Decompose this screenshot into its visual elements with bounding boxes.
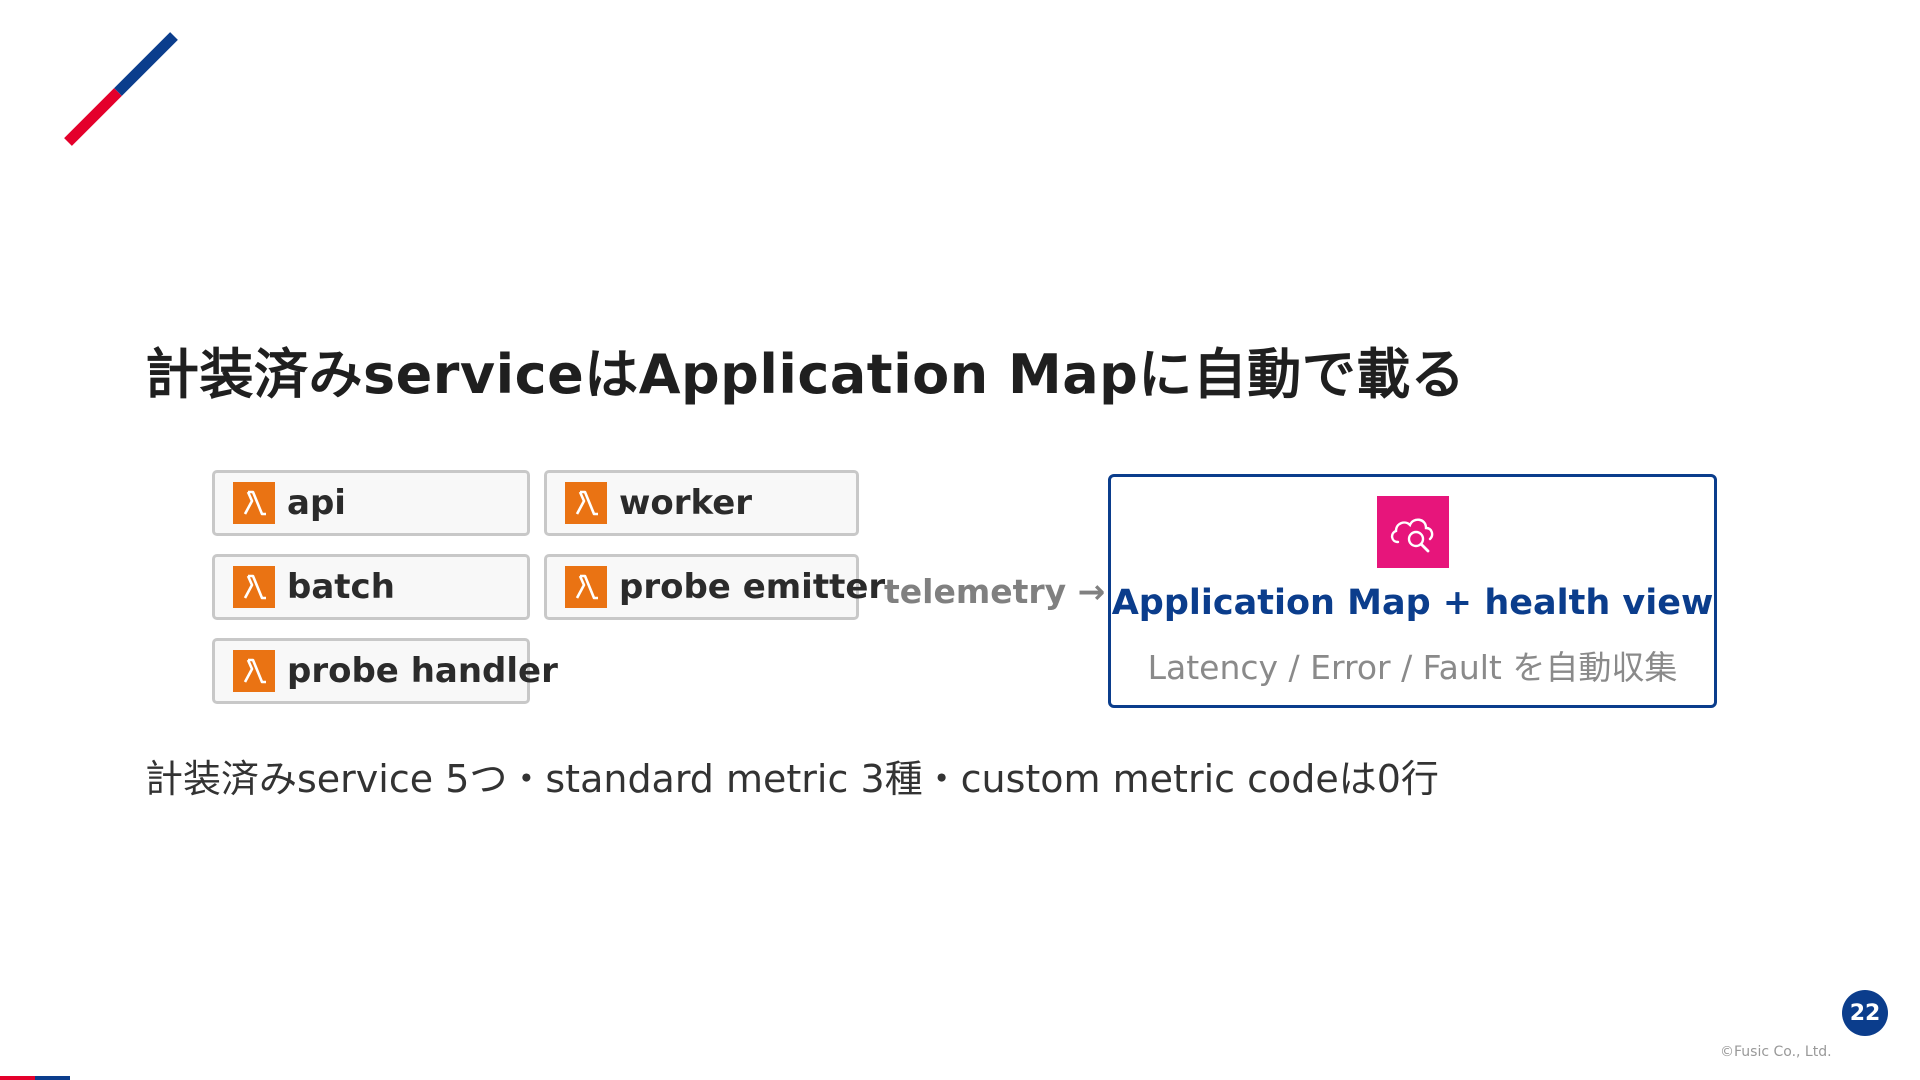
service-box-worker: worker bbox=[544, 470, 859, 536]
page-number-badge: 22 bbox=[1842, 990, 1888, 1036]
brand-slash-logo bbox=[64, 32, 178, 146]
service-label: batch bbox=[287, 567, 395, 607]
summary-text: 計装済みservice 5つ・standard metric 3種・custom… bbox=[145, 757, 1439, 801]
lambda-icon bbox=[565, 566, 607, 608]
lambda-icon bbox=[233, 482, 275, 524]
application-map-subtitle: Latency / Error / Fault を自動収集 bbox=[1147, 648, 1678, 687]
telemetry-arrow-label: telemetry → bbox=[884, 572, 1106, 611]
service-label: api bbox=[287, 483, 346, 523]
bottom-accent-bar bbox=[0, 1076, 70, 1080]
service-label: worker bbox=[619, 483, 753, 523]
page-title: 計装済みserviceはApplication Mapに自動で載る bbox=[145, 343, 1466, 406]
lambda-icon bbox=[233, 566, 275, 608]
application-map-box: Application Map + health view Latency / … bbox=[1108, 474, 1717, 708]
copyright-text: ©Fusic Co., Ltd. bbox=[1720, 1044, 1832, 1060]
service-box-api: api bbox=[212, 470, 530, 536]
cloud-search-icon bbox=[1377, 496, 1449, 568]
service-box-probe-emitter: probe emitter bbox=[544, 554, 885, 620]
service-box-batch: batch bbox=[212, 554, 530, 620]
service-box-probe-handler: probe handler bbox=[212, 638, 558, 704]
service-label: probe handler bbox=[287, 651, 558, 691]
lambda-icon bbox=[233, 650, 275, 692]
application-map-title: Application Map + health view bbox=[1111, 583, 1714, 623]
lambda-icon bbox=[565, 482, 607, 524]
service-label: probe emitter bbox=[619, 567, 886, 607]
